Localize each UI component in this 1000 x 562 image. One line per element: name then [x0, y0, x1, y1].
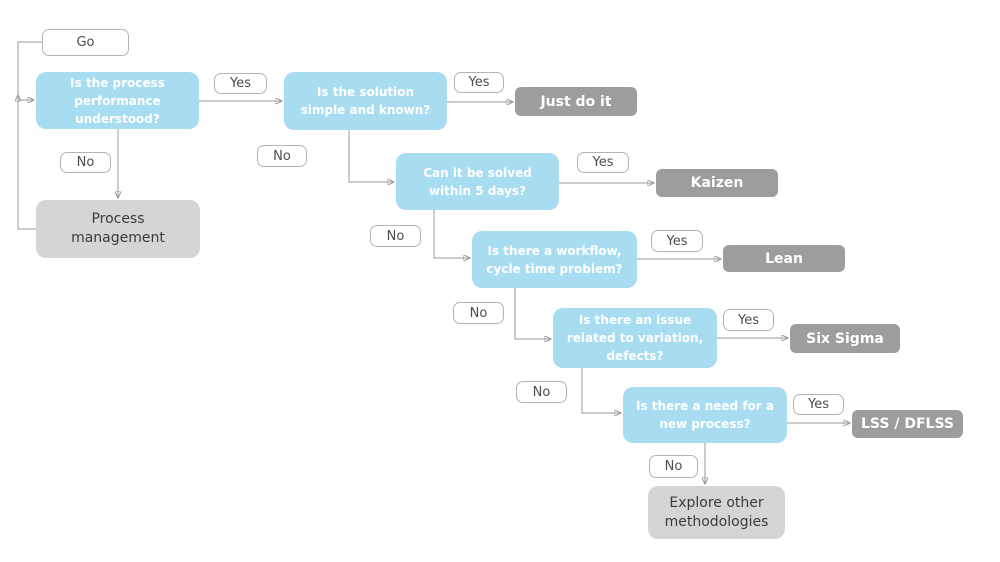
node-explore-other-methodologies: Explore other methodologies: [648, 486, 785, 539]
question-workflow-cycle-time: Is there a workflow, cycle time problem?: [472, 231, 637, 288]
result-lss-dflss: LSS / DFLSS: [852, 410, 963, 438]
result-lean: Lean: [723, 245, 845, 272]
question-process-performance-understood: Is the process performance understood?: [36, 72, 199, 129]
edge-label-no-q3: No: [370, 225, 421, 247]
node-process-management: Process management: [36, 200, 200, 258]
question-need-new-process: Is there a need for a new process?: [623, 387, 787, 443]
result-just-do-it: Just do it: [515, 87, 637, 116]
connector-q5-to-q6-no: [581, 368, 621, 413]
connector-go-to-q1: [17, 41, 42, 100]
edge-label-no-q6: No: [649, 455, 698, 478]
connector-q3-to-q4-no: [433, 210, 470, 258]
edge-label-yes-q1: Yes: [214, 73, 267, 94]
result-six-sigma: Six Sigma: [790, 324, 900, 353]
question-variation-defects: Is there an issue related to variation, …: [553, 308, 717, 368]
connector-q2-to-q3-no: [348, 130, 394, 182]
edge-label-no-q5: No: [516, 381, 567, 403]
result-kaizen: Kaizen: [656, 169, 778, 197]
edge-label-yes-q2: Yes: [454, 72, 504, 93]
question-solved-within-5-days: Can it be solved within 5 days?: [396, 153, 559, 210]
edge-label-no-q1: No: [60, 152, 111, 173]
edge-label-no-q4: No: [453, 302, 504, 324]
edge-label-yes-q6: Yes: [793, 394, 844, 415]
edge-label-yes-q3: Yes: [577, 152, 629, 173]
node-go: Go: [42, 29, 129, 56]
edge-label-no-q2: No: [257, 145, 307, 167]
question-solution-simple-known: Is the solution simple and known?: [284, 72, 447, 130]
edge-label-yes-q4: Yes: [651, 230, 703, 252]
connector-process-management-to-q1: [18, 95, 36, 230]
edge-label-yes-q5: Yes: [723, 309, 774, 331]
connector-q4-to-q5-no: [514, 288, 551, 339]
